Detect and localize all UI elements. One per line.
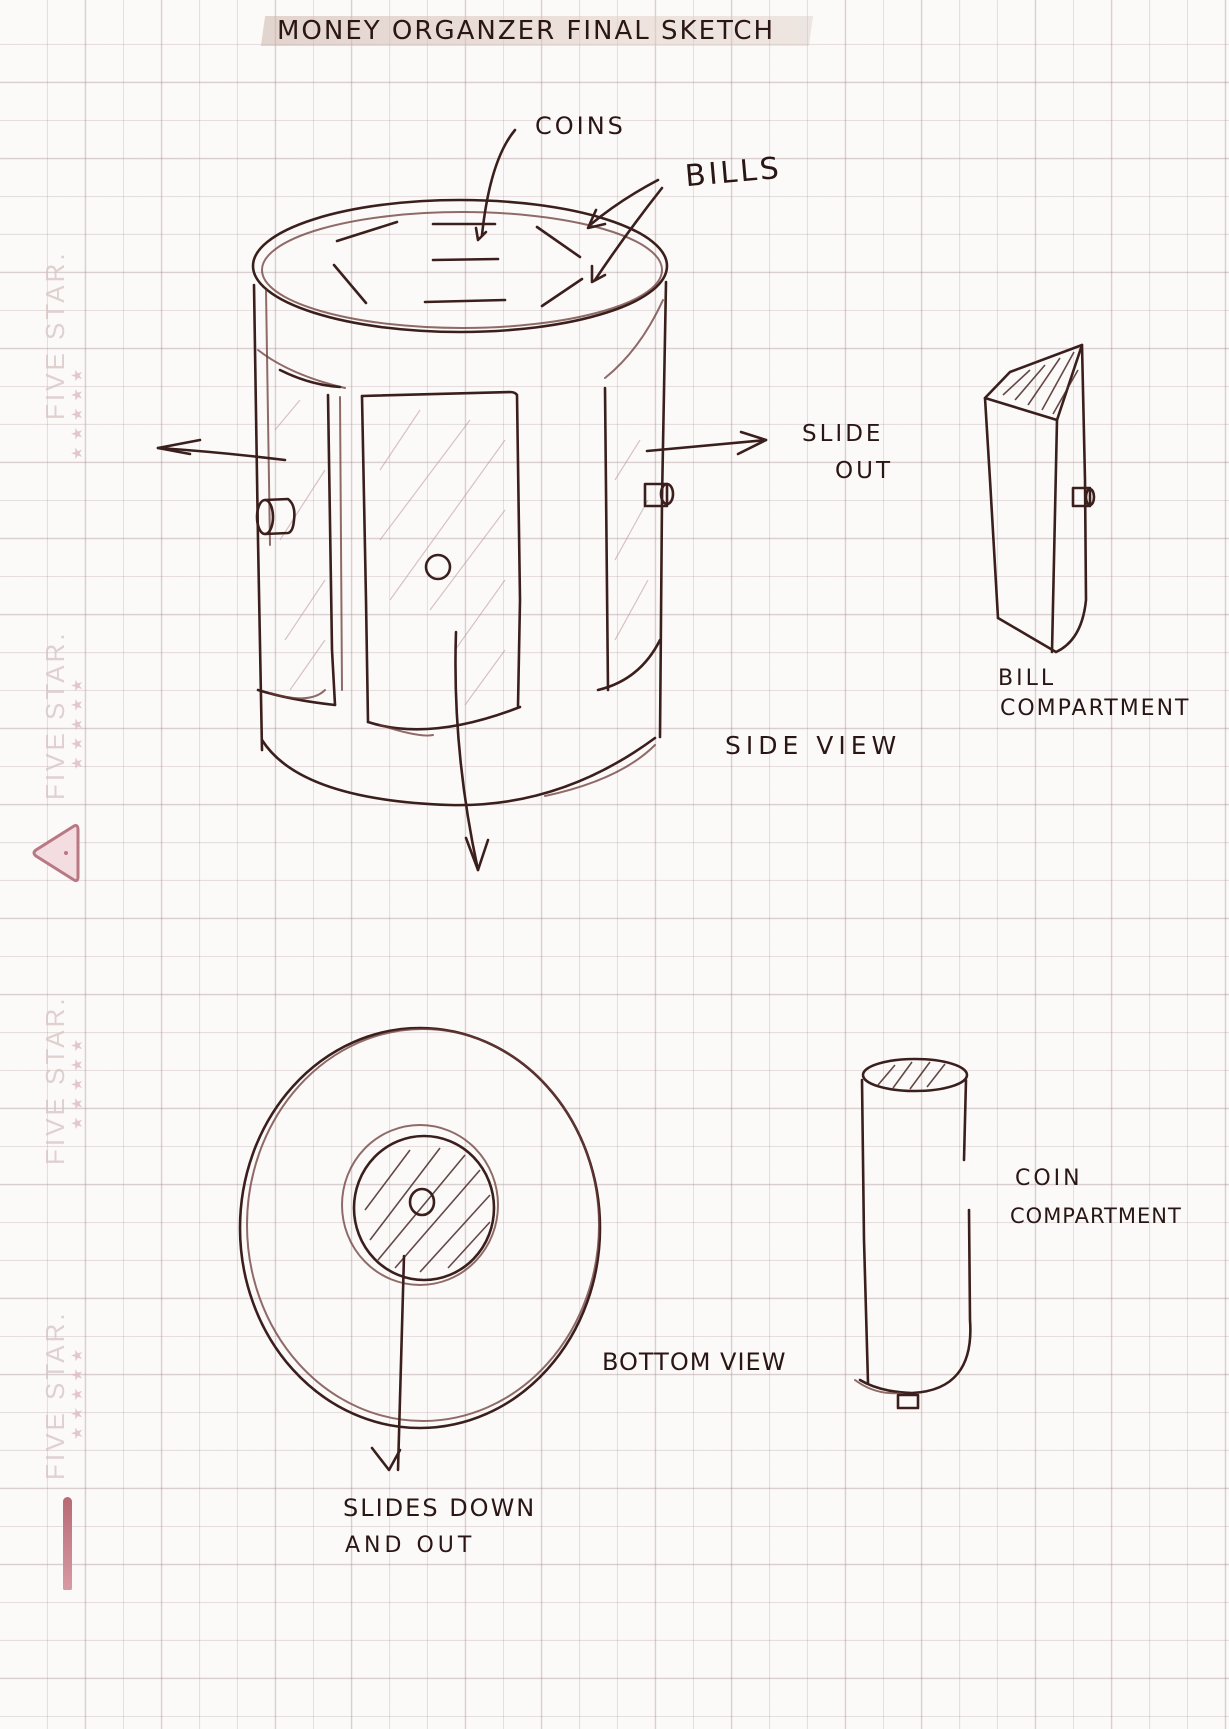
coins-label: COINS [535,112,626,140]
bills-leader-arrows-icon [586,178,664,284]
slides-down-note-line1: SLIDES DOWN [343,1494,537,1522]
slide-down-arrow-icon [454,630,490,872]
coins-leader-arrow-icon [474,128,517,242]
left-knob-icon [255,497,296,536]
bottom-view-caption: BOTTOM VIEW [602,1348,787,1376]
right-knob-icon [643,482,675,508]
bills-label: BILLS [683,150,784,195]
bill-compartment-drawing [983,343,1096,654]
slide-left-arrow-icon [156,438,287,462]
coin-compartment-label-line1: COIN [1015,1166,1083,1191]
side-view-caption: SIDE VIEW [725,731,902,760]
lid-slots [332,220,584,308]
binder-tab-triangle-icon [32,824,80,883]
coin-compartment-label-line2: COMPARTMENT [1010,1204,1182,1228]
bill-compartment-label-line1: BILL [998,666,1057,691]
page-title: MONEY ORGANZER FINAL SKETCH [277,16,776,46]
inner-circle-hatching [364,1147,491,1273]
slide-out-label-line1: SLIDE [802,421,884,447]
bottom-view-drawing [238,1026,602,1472]
slide-right-arrow-icon [645,430,768,456]
main-cylinder [156,198,768,872]
binder-tab-bar [63,1497,72,1590]
left-panel-hatching [274,399,326,691]
bill-compartment-label-line2: COMPARTMENT [1000,696,1191,721]
right-panel-hatching [614,439,649,641]
slide-out-label-line2: OUT [835,458,893,484]
center-hole-icon [424,553,452,581]
coin-compartment-drawing [854,1057,972,1410]
bottom-hole-icon [408,1187,436,1217]
center-panel-hatching [379,409,506,706]
slides-down-note-line2: AND OUT [345,1533,476,1558]
